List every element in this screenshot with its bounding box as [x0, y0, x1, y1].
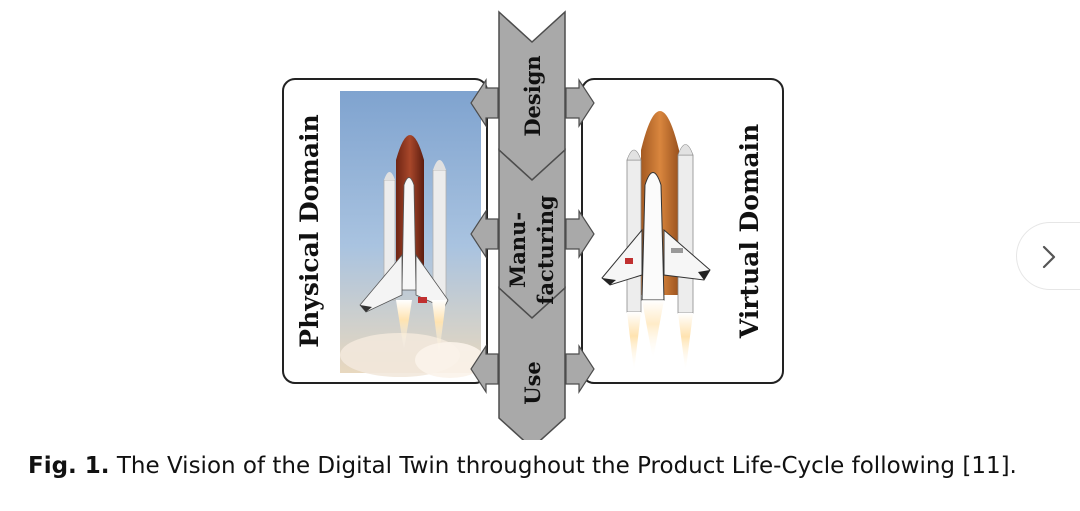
lifecycle-chevrons — [498, 10, 566, 440]
stage-labels: Design Manu- facturing Use — [505, 55, 558, 404]
use-left-arrow — [470, 343, 499, 395]
virtual-shuttle-model — [601, 111, 711, 372]
chevron-right-icon — [1042, 245, 1056, 269]
manufacturing-left-arrow — [470, 208, 499, 260]
use-right-arrow — [565, 343, 595, 395]
use-chevron — [498, 286, 566, 440]
physical-shuttle-photo — [340, 91, 485, 378]
caption-prefix: Fig. 1. — [28, 453, 110, 479]
exchange-arrows — [470, 77, 595, 395]
figure-caption: Fig. 1. The Vision of the Digital Twin t… — [28, 453, 1017, 479]
design-right-arrow — [565, 77, 595, 129]
design-left-arrow — [470, 77, 499, 129]
next-slide-button[interactable] — [1016, 222, 1080, 290]
manufacturing-stage-label-line1: Manu- — [505, 212, 530, 288]
use-stage-label: Use — [520, 361, 545, 405]
physical-domain-label: Physical Domain — [295, 114, 324, 347]
digital-twin-diagram: Physical Domain — [282, 10, 784, 440]
manufacturing-stage-label-line2: facturing — [533, 195, 558, 305]
manufacturing-right-arrow — [565, 208, 595, 260]
caption-text: The Vision of the Digital Twin throughou… — [109, 453, 1017, 479]
physical-domain-panel: Physical Domain — [282, 78, 488, 384]
design-stage-label: Design — [520, 55, 545, 136]
virtual-domain-label: Virtual Domain — [735, 124, 764, 339]
virtual-domain-panel: Virtual Domain — [581, 78, 784, 384]
